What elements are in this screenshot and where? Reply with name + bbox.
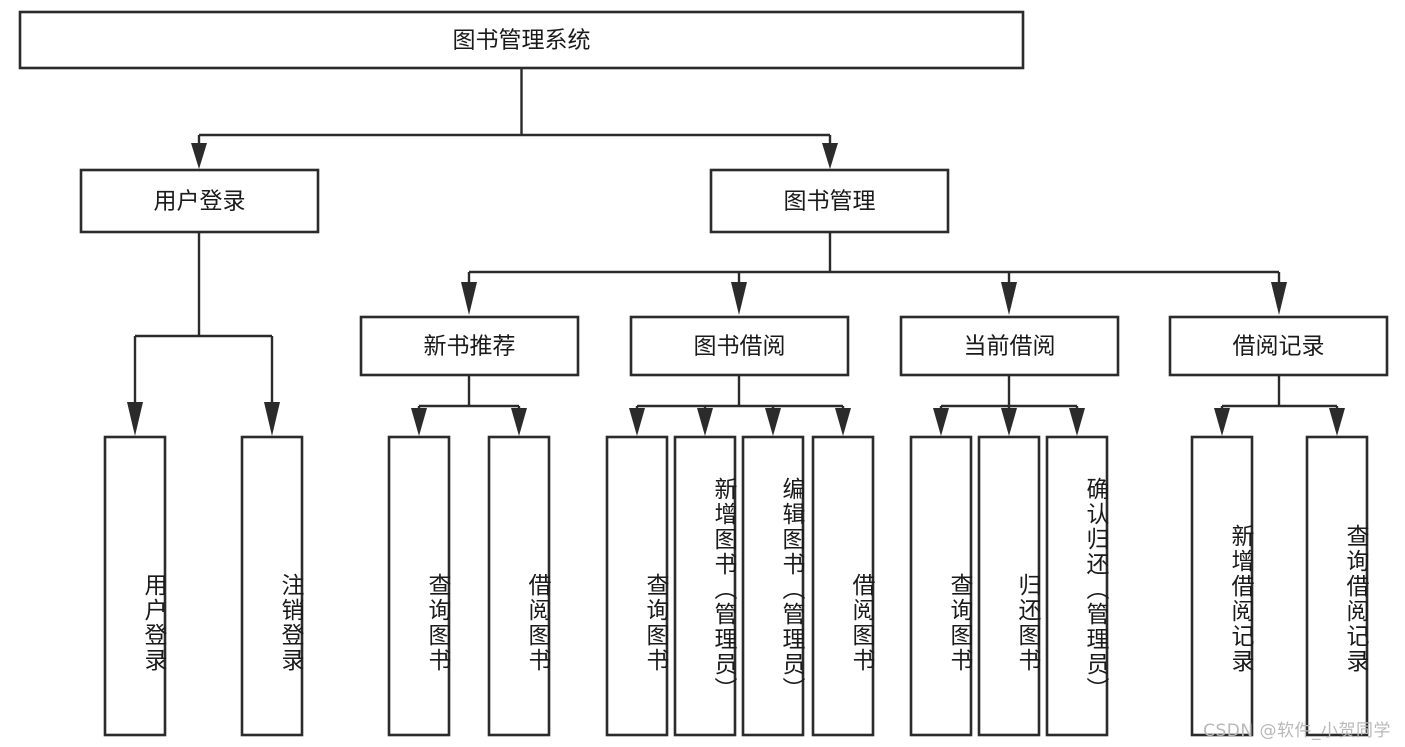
node-current-borrow-box[interactable] xyxy=(899,315,1120,377)
arrowhead-current-borrow xyxy=(1001,282,1017,315)
nodes-layer: 图书管理系统 用户登录 图书管理 新书推荐 图书借阅 xyxy=(18,10,1389,737)
node-book-management-label: 图书管理 xyxy=(784,189,876,215)
node-user-login-box[interactable] xyxy=(79,168,320,234)
arrowhead-record-leaf2 xyxy=(1329,408,1345,436)
node-borrow-record-box[interactable] xyxy=(1168,315,1389,377)
arrowhead-newbook-leaf2 xyxy=(511,408,527,436)
node-new-book-recommend[interactable]: 新书推荐 xyxy=(359,315,580,377)
node-leaf-nb-borrow-book-box[interactable] xyxy=(487,435,551,737)
node-root-label: 图书管理系统 xyxy=(453,28,591,54)
edges-layer xyxy=(127,68,1345,436)
node-leaf-bb-edit-book-box[interactable] xyxy=(741,435,805,737)
node-book-management[interactable]: 图书管理 xyxy=(709,168,950,234)
arrowhead-newbook-leaf1 xyxy=(411,408,427,436)
node-leaf-br-query-record-box[interactable] xyxy=(1305,435,1369,737)
node-root-box[interactable] xyxy=(18,10,1025,70)
arrowhead-current-leaf1 xyxy=(933,408,949,436)
arrowhead-bookmgmt xyxy=(822,143,838,169)
node-book-borrow[interactable]: 图书借阅 xyxy=(629,315,850,377)
node-borrow-record-label: 借阅记录 xyxy=(1233,334,1325,360)
node-leaf-logout-box[interactable] xyxy=(240,435,304,737)
node-leaf-br-add-record-box[interactable] xyxy=(1190,435,1254,737)
node-book-management-box[interactable] xyxy=(709,168,950,234)
arrowhead-logout-leaf xyxy=(264,402,280,436)
arrowhead-current-leaf2 xyxy=(1001,408,1017,436)
arrowhead-book-borrow xyxy=(731,282,747,315)
node-user-login-label: 用户登录 xyxy=(154,189,246,215)
arrowhead-borrow-leaf1 xyxy=(629,408,645,436)
node-leaf-cb-return-book-box[interactable] xyxy=(977,435,1041,737)
arrowhead-borrow-leaf2 xyxy=(697,408,713,436)
node-new-book-recommend-label: 新书推荐 xyxy=(424,334,516,360)
csdn-watermark: CSDN @软件_小贺同学 xyxy=(1203,721,1391,741)
arrowhead-new-book xyxy=(461,282,477,315)
node-leaf-bb-query-book-box[interactable] xyxy=(605,435,669,737)
node-borrow-record[interactable]: 借阅记录 xyxy=(1168,315,1389,377)
node-leaf-cb-query-book-box[interactable] xyxy=(909,435,973,737)
arrowhead-borrow-record xyxy=(1271,282,1287,315)
node-leaf-bb-add-book-box[interactable] xyxy=(673,435,737,737)
arrowhead-userlogin xyxy=(191,143,207,169)
arrowhead-user-login-leaf xyxy=(127,402,143,436)
node-book-borrow-label: 图书借阅 xyxy=(694,334,786,360)
arrowhead-borrow-leaf3 xyxy=(765,408,781,436)
arrowhead-record-leaf1 xyxy=(1214,408,1230,436)
arrowhead-current-leaf3 xyxy=(1069,408,1085,436)
node-new-book-recommend-box[interactable] xyxy=(359,315,580,377)
node-leaf-nb-query-book-box[interactable] xyxy=(387,435,451,737)
node-leaf-user-login-box[interactable] xyxy=(103,435,167,737)
arrowhead-borrow-leaf4 xyxy=(835,408,851,436)
node-leaf-bb-borrow-book-box[interactable] xyxy=(811,435,875,737)
node-book-borrow-box[interactable] xyxy=(629,315,850,377)
node-current-borrow-label: 当前借阅 xyxy=(964,334,1056,360)
node-user-login[interactable]: 用户登录 xyxy=(79,168,320,234)
node-leaf-cb-confirm-return-box[interactable] xyxy=(1045,435,1109,737)
node-current-borrow[interactable]: 当前借阅 xyxy=(899,315,1120,377)
node-root[interactable]: 图书管理系统 xyxy=(18,10,1025,70)
